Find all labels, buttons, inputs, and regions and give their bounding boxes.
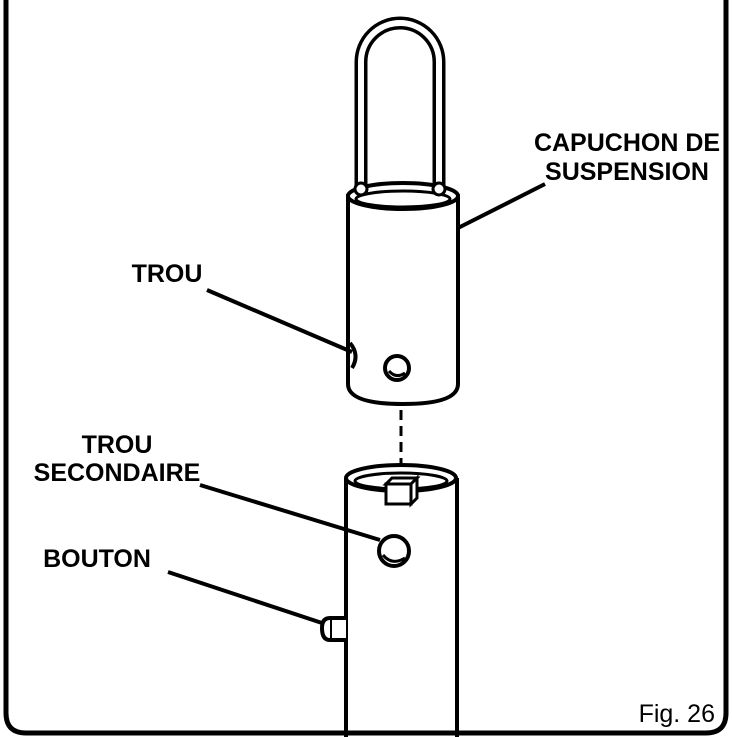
label-hole: TROU	[132, 260, 203, 288]
leader-secondary-hole	[199, 483, 381, 542]
pole-inner-pin	[382, 474, 421, 508]
hanging-cap	[346, 181, 460, 407]
cap-side-notch	[348, 341, 358, 370]
leader-hanging-cap	[457, 182, 546, 230]
label-secondary-hole-line1: TROU	[82, 431, 153, 459]
pole	[319, 463, 459, 737]
leader-hole	[206, 288, 353, 354]
label-button: BOUTON	[43, 545, 151, 573]
leader-button	[167, 570, 323, 625]
hanging-loop	[354, 16, 446, 195]
label-hanging-cap-line1: CAPUCHON DE	[534, 129, 720, 157]
label-hanging-cap-line2: SUSPENSION	[545, 158, 709, 186]
figure-frame	[3, 0, 729, 736]
pole-button	[319, 616, 346, 642]
figure-number: Fig. 26	[639, 700, 715, 728]
leader-lines	[167, 182, 546, 625]
label-secondary-hole-line2: SECONDAIRE	[34, 459, 201, 487]
